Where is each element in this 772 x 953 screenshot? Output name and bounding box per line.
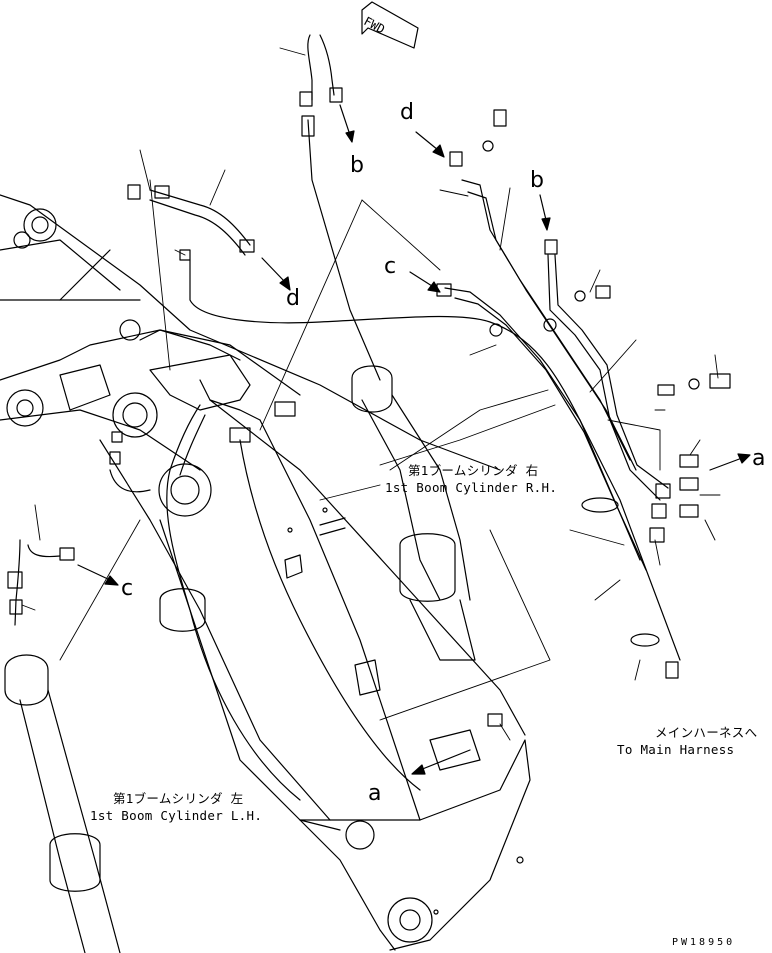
callout-d-left: d — [286, 286, 300, 311]
callout-c-upper: c — [384, 254, 397, 279]
direction-arrows — [77, 104, 751, 775]
callout-a-right: a — [752, 446, 766, 471]
callout-b-top: b — [350, 153, 364, 178]
main-harness-jp-label: メインハーネスへ — [655, 725, 758, 740]
boom-cylinder-rh — [351, 365, 476, 661]
callout-a-lower: a — [368, 781, 382, 806]
boom-cylinder-rh-jp-label: 第1ブームシリンダ 右 — [408, 463, 539, 478]
forward-arrow-icon — [361, 1, 419, 49]
boom-structure — [0, 194, 531, 951]
leader-lines — [21, 47, 721, 741]
boom-cylinder-lh-en-label: 1st Boom Cylinder L.H. — [90, 808, 263, 823]
hose-fittings — [7, 87, 731, 727]
callout-b-right: b — [530, 168, 544, 193]
callout-d-right: d — [400, 100, 414, 125]
main-harness-en-label: To Main Harness — [617, 742, 735, 757]
callout-c-lower: c — [121, 576, 134, 601]
boom-cylinder-lh — [4, 588, 206, 953]
boom-cylinder-lh-jp-label: 第1ブームシリンダ 左 — [113, 791, 244, 806]
boom-cylinder-rh-en-label: 1st Boom Cylinder R.H. — [385, 480, 558, 495]
grease-hose-lines — [14, 34, 681, 801]
drawing-code: PW18950 — [672, 937, 736, 948]
